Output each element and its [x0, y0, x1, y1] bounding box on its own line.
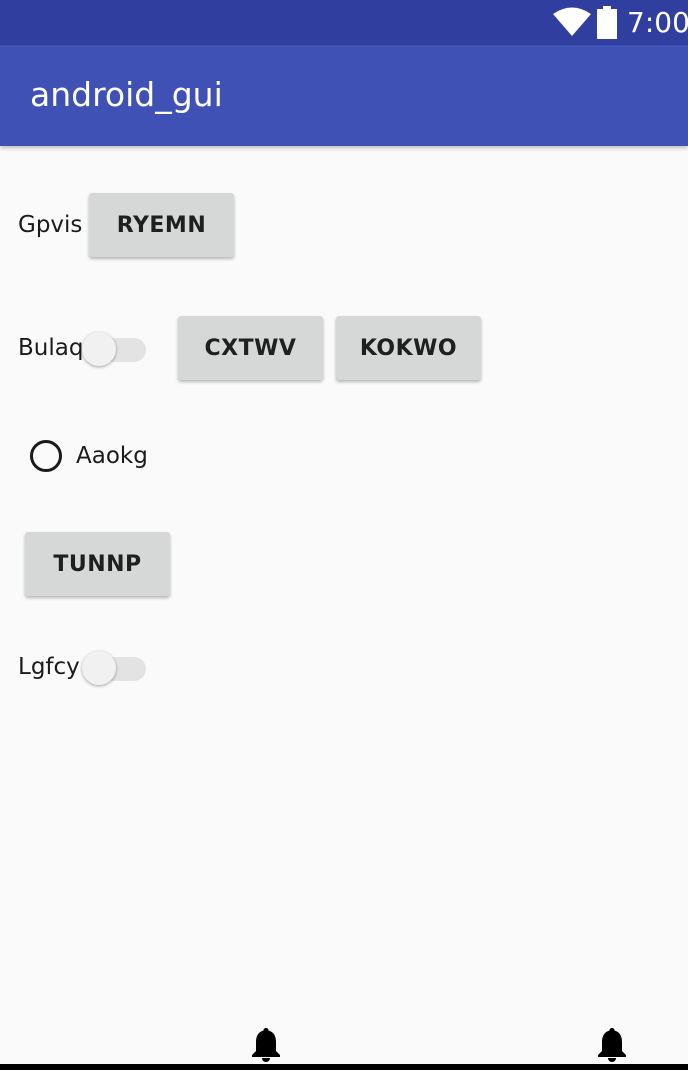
- bulaq-switch[interactable]: [82, 327, 148, 366]
- lgfcy-label: Lgfcy: [18, 654, 80, 680]
- aaokg-radio[interactable]: [30, 440, 62, 472]
- ryemn-button[interactable]: RYEMN: [89, 193, 234, 257]
- kokwo-button[interactable]: KOKWO: [336, 316, 481, 380]
- lgfcy-switch[interactable]: [82, 646, 148, 685]
- app-bar: android_gui: [0, 45, 688, 146]
- status-time: 7:00: [627, 6, 688, 39]
- navigation-bar-edge: [0, 1064, 688, 1070]
- cxtwv-button[interactable]: CXTWV: [178, 316, 323, 380]
- battery-icon: [597, 6, 617, 39]
- wifi-icon: [553, 7, 591, 36]
- bell-icon[interactable]: [250, 1026, 282, 1062]
- app-title: android_gui: [30, 75, 223, 114]
- status-bar: 7:00: [0, 0, 688, 45]
- tunnp-button[interactable]: TUNNP: [25, 532, 170, 596]
- switch-thumb: [82, 651, 116, 685]
- bell-icon[interactable]: [596, 1026, 628, 1062]
- aaokg-label[interactable]: Aaokg: [76, 443, 148, 469]
- switch-thumb: [82, 332, 116, 366]
- gpvis-label: Gpvis: [18, 212, 83, 238]
- bulaq-label: Bulaq: [18, 335, 84, 361]
